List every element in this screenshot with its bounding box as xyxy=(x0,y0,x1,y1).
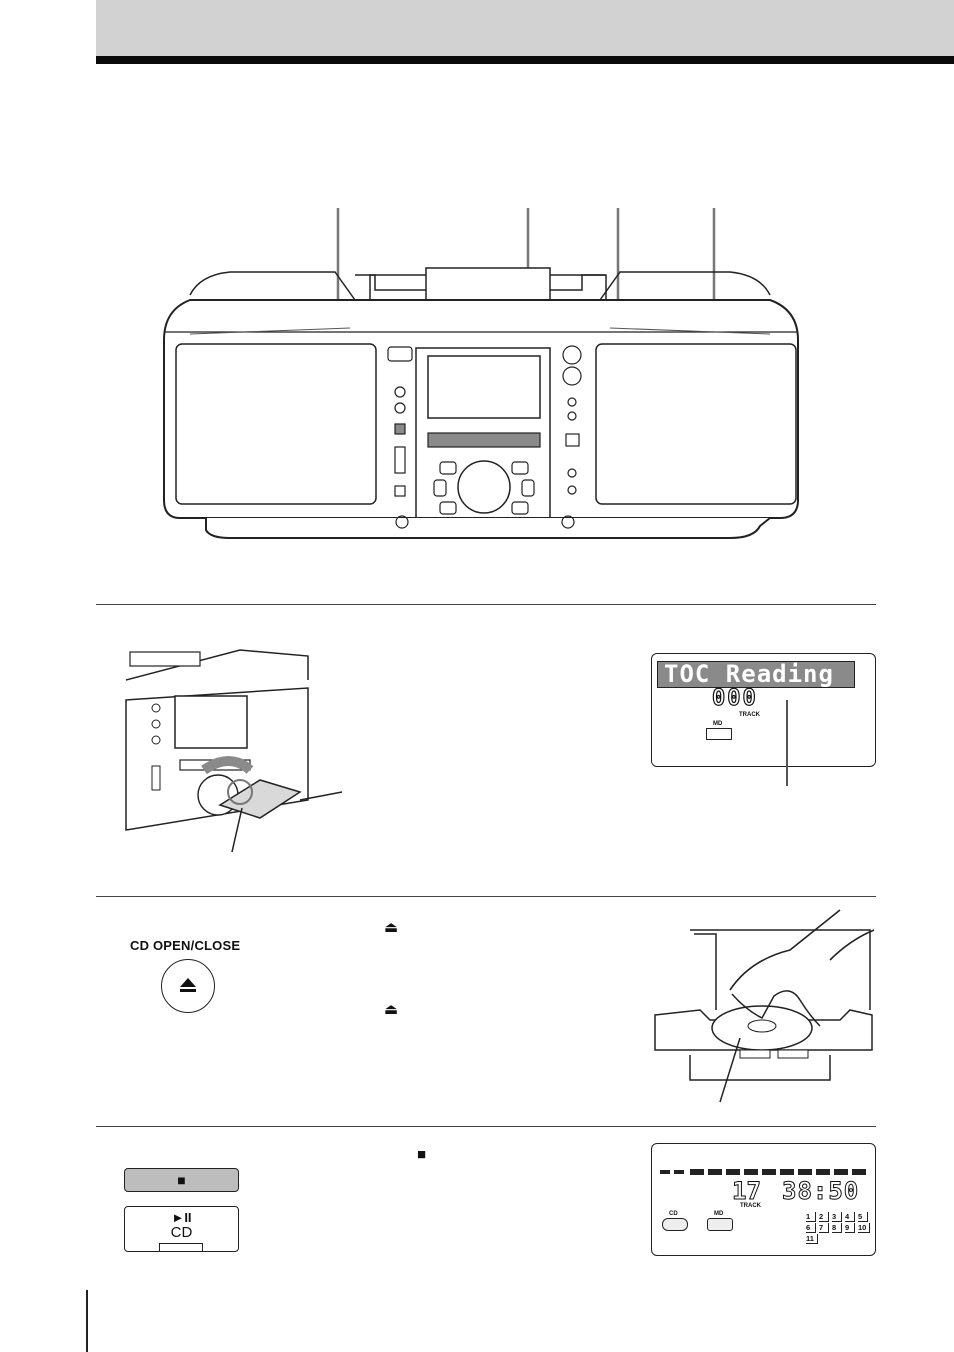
eject-glyph-1: ⏏ xyxy=(384,919,399,936)
cd-open-close-label: CD OPEN/CLOSE xyxy=(130,938,241,953)
page-margin-line xyxy=(86,1290,88,1352)
track-cell: 4 xyxy=(845,1212,855,1222)
elapsed-time: 38:50 xyxy=(781,1177,860,1205)
cd-disc-icon xyxy=(662,1218,688,1231)
md-disc-icon xyxy=(707,1218,733,1231)
cd-open-close-button[interactable] xyxy=(161,959,215,1013)
track-cell: 2 xyxy=(819,1212,829,1222)
md-indicator-icon xyxy=(706,728,732,740)
header-rule xyxy=(96,56,954,64)
boombox-front-illustration xyxy=(163,208,799,539)
header-band xyxy=(96,0,954,56)
play-pause-cd-button[interactable]: ►II CD xyxy=(124,1206,239,1252)
stop-button[interactable]: ■ xyxy=(124,1168,239,1192)
eject-glyph-2: ⏏ xyxy=(384,1001,399,1018)
md-insertion-illustration xyxy=(125,649,343,853)
stop-icon: ■ xyxy=(177,1172,186,1188)
callout-line xyxy=(786,700,788,786)
cd-loading-illustration xyxy=(654,909,875,1103)
section-separator xyxy=(96,1126,876,1127)
track-cell: 11 xyxy=(806,1234,818,1244)
track-cell: 3 xyxy=(832,1212,842,1222)
track-cell: 9 xyxy=(845,1223,855,1233)
track-cell: 6 xyxy=(806,1223,816,1233)
toc-reading-message: TOC Reading xyxy=(657,661,855,688)
track-caption: TRACK xyxy=(739,712,760,718)
lcd-toc-reading: TOC Reading 000 TRACK MD xyxy=(651,653,876,767)
track-list: 1 2 3 4 5 6 7 8 9 10 11 xyxy=(806,1212,870,1244)
track-caption: TRACK xyxy=(740,1203,761,1209)
stop-glyph-instruction: ■ xyxy=(417,1146,427,1163)
cd-caption: CD xyxy=(669,1211,678,1217)
eject-icon xyxy=(180,978,196,992)
track-cell: 1 xyxy=(806,1212,816,1222)
play-pause-icon: ►II xyxy=(171,1210,192,1225)
md-caption: MD xyxy=(713,721,723,727)
play-button-label: CD xyxy=(170,1224,193,1241)
lcd-cd-playing: 17 38:50 TRACK CD MD 1 2 3 4 5 6 7 8 9 1… xyxy=(651,1143,876,1256)
track-number: 17 xyxy=(732,1177,762,1205)
track-cell: 7 xyxy=(819,1223,829,1233)
track-cell: 10 xyxy=(858,1223,870,1233)
track-cell: 8 xyxy=(832,1223,842,1233)
md-caption: MD xyxy=(714,1211,724,1217)
section-separator xyxy=(96,896,876,897)
track-digits: 000 xyxy=(711,686,758,711)
level-meter xyxy=(660,1169,866,1175)
section-separator xyxy=(96,604,876,605)
track-cell: 5 xyxy=(858,1212,868,1222)
